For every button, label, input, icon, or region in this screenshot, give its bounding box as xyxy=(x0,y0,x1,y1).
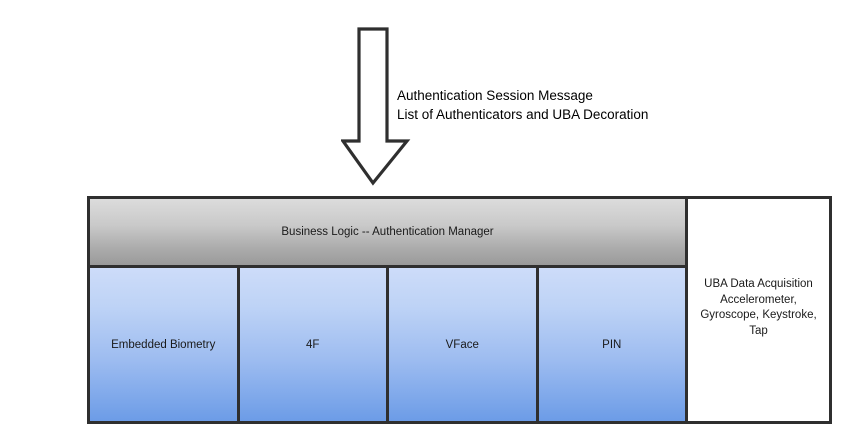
authenticator-cell-pin[interactable]: PIN xyxy=(538,268,685,421)
authenticator-cell-embedded-biometry[interactable]: Embedded Biometry xyxy=(90,268,240,421)
authenticator-cell-4f[interactable]: 4F xyxy=(239,268,389,421)
uba-panel-text: UBA Data Acquisition Accelerometer, Gyro… xyxy=(700,278,817,337)
architecture-block: Business Logic -- Authentication Manager… xyxy=(87,196,832,424)
arrow-label-line-1: Authentication Session Message xyxy=(397,88,593,103)
business-logic-bar-label: Business Logic -- Authentication Manager xyxy=(281,226,494,238)
authenticator-label-embedded-biometry: Embedded Biometry xyxy=(111,338,216,351)
business-logic-bar: Business Logic -- Authentication Manager xyxy=(90,199,685,268)
arrow-label-line-2: List of Authenticators and UBA Decoratio… xyxy=(397,107,649,122)
uba-data-acquisition-panel: UBA Data Acquisition Accelerometer, Gyro… xyxy=(688,199,829,421)
authenticator-label-4f: 4F xyxy=(306,338,320,351)
arrow-label: Authentication Session Message List of A… xyxy=(397,86,648,124)
downward-flow-arrow-shape xyxy=(341,27,411,186)
authentication-stack-column: Business Logic -- Authentication Manager… xyxy=(90,199,688,421)
authenticator-cell-vface[interactable]: VFace xyxy=(389,268,539,421)
authenticator-label-pin: PIN xyxy=(602,338,622,351)
authenticator-label-vface: VFace xyxy=(445,338,479,351)
authenticator-row: Embedded Biometry 4F VFace PIN xyxy=(90,268,685,421)
downward-flow-arrow xyxy=(341,27,411,187)
arrow-polygon xyxy=(341,27,411,186)
